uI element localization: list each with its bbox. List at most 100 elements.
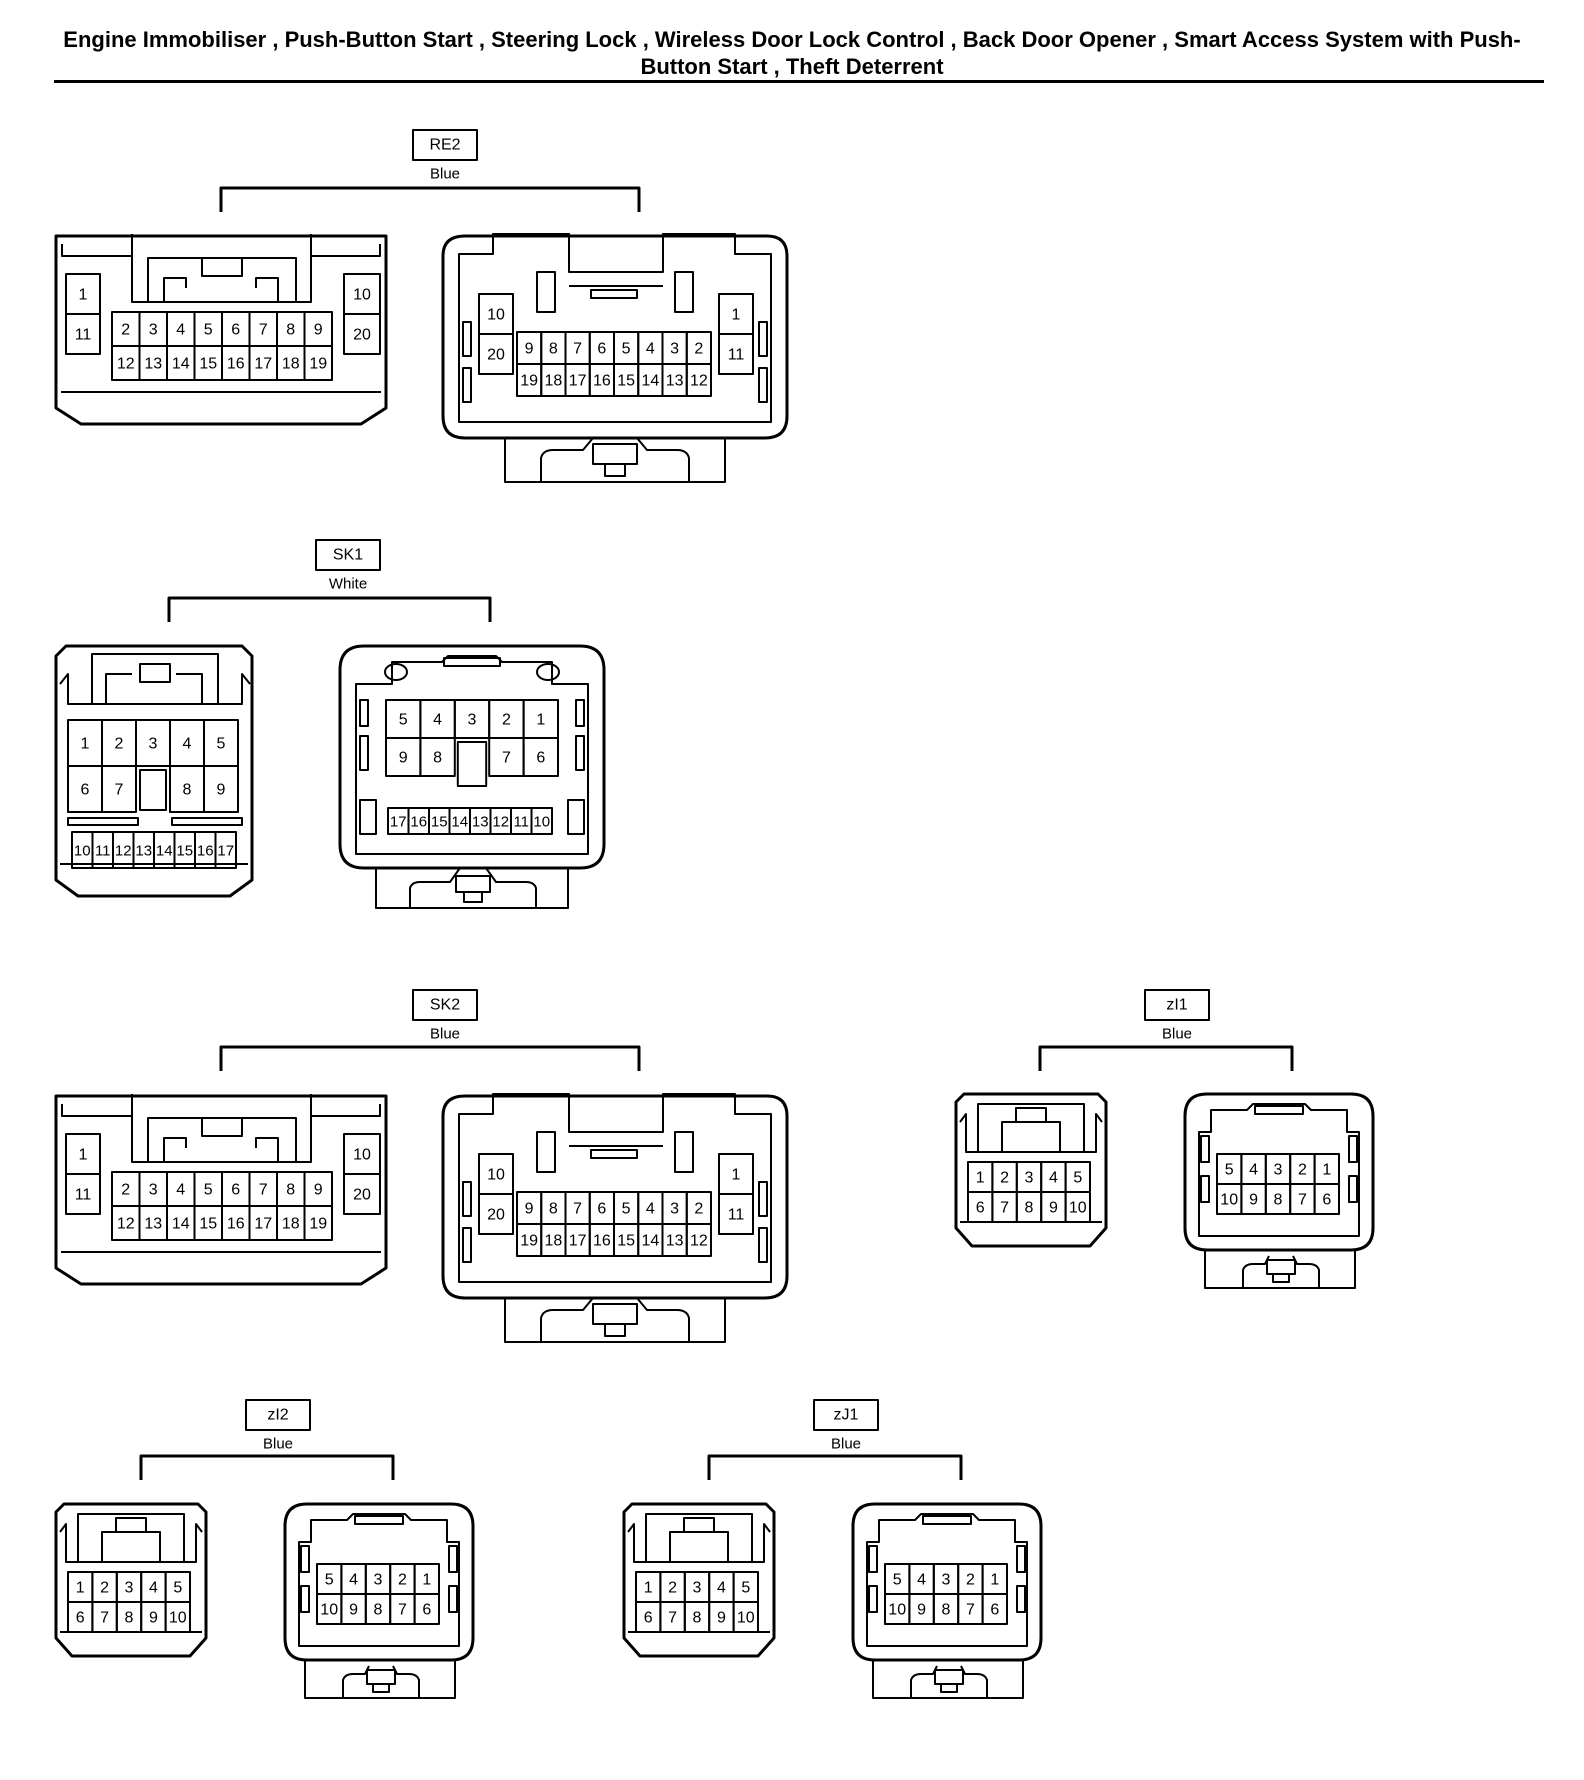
- pin-label: 16: [227, 356, 245, 373]
- pin-label: 17: [254, 1216, 272, 1233]
- pin-label: 12: [492, 814, 509, 831]
- connector-id: SK1: [333, 547, 363, 564]
- connector-id-box: [1144, 989, 1210, 1021]
- pin-cell: [303, 345, 333, 381]
- pin-label: 8: [183, 782, 192, 799]
- connector-color: Blue: [263, 1436, 293, 1453]
- pin-label: 1: [732, 307, 741, 324]
- pin-label: 15: [199, 1216, 217, 1233]
- pin-label: 18: [544, 1233, 562, 1250]
- pin-label: 12: [115, 843, 132, 860]
- pin-label: 14: [172, 1216, 190, 1233]
- pin-cell: [732, 1601, 759, 1633]
- mount-hole: [384, 663, 408, 681]
- side-key: [448, 1545, 458, 1573]
- pin-label: 20: [487, 347, 505, 364]
- separator-bar: [171, 817, 243, 826]
- keying-block: [456, 741, 488, 787]
- latch-slot: [590, 289, 638, 299]
- pin-label: 3: [670, 341, 679, 358]
- lock-housing: [504, 1298, 726, 1343]
- connector-bracket: [167, 596, 492, 622]
- pin-label: 9: [1249, 1192, 1258, 1209]
- grid-edge: [67, 766, 239, 812]
- pin-label: 4: [176, 1182, 185, 1199]
- latch-slot: [922, 1515, 972, 1525]
- pin-label: 8: [286, 1182, 295, 1199]
- connector-housing: [54, 234, 388, 426]
- pin-label: 10: [737, 1610, 755, 1627]
- housing-inner-outline: [458, 1093, 772, 1283]
- latch-frame: [163, 1137, 279, 1162]
- latch-slot: [590, 1149, 638, 1159]
- pin-label: 17: [390, 814, 407, 831]
- connector-color: Blue: [430, 166, 460, 183]
- side-key: [758, 1227, 768, 1263]
- side-key: [462, 367, 472, 403]
- pin-label: 8: [549, 1201, 558, 1218]
- side-key: [462, 1227, 472, 1263]
- pin-label: 9: [525, 341, 534, 358]
- pin-label: 7: [259, 322, 268, 339]
- pin-label: 6: [81, 782, 90, 799]
- pin-label: 4: [149, 1580, 158, 1597]
- pin-label: 3: [468, 712, 477, 729]
- pin-label: 18: [282, 1216, 300, 1233]
- pin-cell: [478, 1193, 514, 1235]
- pin-label: 8: [1274, 1192, 1283, 1209]
- housing-inner-outline: [298, 1513, 460, 1647]
- pin-label: 17: [217, 843, 234, 860]
- side-key: [448, 1585, 458, 1613]
- latch-tab: [1015, 1107, 1047, 1123]
- pin-label: 2: [100, 1580, 109, 1597]
- pin-label: 9: [1049, 1200, 1058, 1217]
- pin-label: 4: [349, 1572, 358, 1589]
- pin-label: 13: [666, 373, 684, 390]
- pin-cell: [981, 1593, 1008, 1625]
- latch-tab: [139, 663, 171, 683]
- pin-label: 6: [597, 1201, 606, 1218]
- side-key: [300, 1585, 310, 1613]
- pin-label: 11: [513, 814, 529, 831]
- lock-housing: [872, 1660, 1024, 1699]
- pin-label: 17: [254, 356, 272, 373]
- pin-label: 2: [694, 1201, 703, 1218]
- pin-label: 16: [593, 373, 611, 390]
- lock-housing: [375, 868, 569, 909]
- pin-label: 15: [617, 373, 635, 390]
- pin-label: 13: [144, 1216, 162, 1233]
- page-title: Engine Immobiliser , Push-Button Start ,…: [63, 27, 1521, 79]
- latch-frame: [77, 1513, 185, 1562]
- lock-tab: [604, 1323, 626, 1337]
- pin-cell: [65, 1173, 101, 1215]
- pin-label: 3: [1025, 1170, 1034, 1187]
- housing-inner-outline: [61, 1104, 381, 1163]
- pin-label: 3: [693, 1580, 702, 1597]
- pin-label: 7: [573, 1201, 582, 1218]
- pin-label: 12: [117, 1216, 135, 1233]
- side-key: [359, 735, 369, 771]
- connector-housing: [954, 1092, 1108, 1248]
- pin-label: 10: [888, 1602, 906, 1619]
- pin-cell: [718, 1193, 754, 1235]
- lock-detail: [910, 1665, 988, 1698]
- side-key: [1016, 1585, 1026, 1613]
- pin-label: 8: [549, 341, 558, 358]
- pin-label: 7: [100, 1610, 109, 1627]
- latch-slot: [443, 657, 501, 667]
- pin-cell: [685, 363, 712, 397]
- pin-label: 9: [717, 1610, 726, 1627]
- pin-label: 1: [79, 287, 88, 304]
- side-key: [1200, 1175, 1210, 1203]
- pin-label: 8: [374, 1602, 383, 1619]
- housing-inner-outline: [61, 244, 381, 303]
- pin-label: 13: [144, 356, 162, 373]
- pin-label: 20: [353, 1187, 371, 1204]
